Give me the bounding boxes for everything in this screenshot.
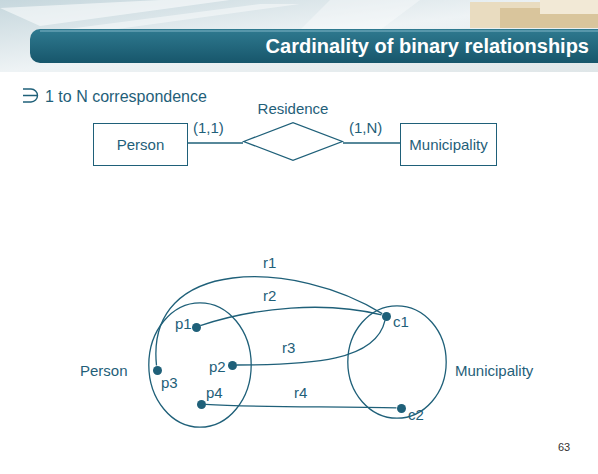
banner-streak	[60, 4, 300, 30]
instance-dot: p2	[228, 361, 237, 370]
entity-set-ellipse: Personp1p2p3p4	[148, 302, 252, 428]
instance-label: p4	[206, 384, 223, 401]
banner-streak	[300, 0, 420, 30]
tuple-label: r2	[262, 287, 277, 304]
instance-dot: p4	[197, 400, 206, 409]
diamond-outline	[243, 122, 343, 161]
instance-label: c2	[408, 406, 424, 423]
title-bar-highlight	[40, 30, 598, 32]
paper-stack	[540, 0, 598, 14]
relationship-name: Residence	[258, 100, 329, 117]
relationship-line	[343, 142, 400, 143]
ellipse-shape	[149, 303, 251, 427]
entity-set-name: Municipality	[455, 362, 533, 379]
instance-dot: p3	[153, 366, 162, 375]
entity-set-name: Person	[80, 362, 128, 379]
bullet-text: 1 to N correspondence	[45, 87, 207, 106]
bullet-symbol	[23, 89, 38, 102]
slide-title: Cardinality of binary relationships	[266, 33, 589, 59]
instance-dot: p1	[192, 323, 201, 332]
relationship-line	[188, 142, 243, 143]
relationship-diamond: Residence	[243, 122, 343, 161]
tuple-label: r4	[293, 384, 308, 401]
entity-box: Person	[93, 123, 188, 166]
instance-dot: c1	[382, 312, 391, 321]
title-bar	[30, 29, 598, 63]
instance-link	[200, 307, 381, 325]
cardinality-label: (1,1)	[192, 119, 225, 136]
slide-number: 63	[558, 440, 570, 454]
instance-label: p2	[209, 358, 226, 375]
instance-link	[237, 320, 386, 365]
instance-label: p1	[175, 315, 192, 332]
entity-set-ellipse: Municipalityc1c2	[347, 305, 447, 419]
cardinality-label: (1,N)	[348, 119, 383, 136]
diamond-shape	[244, 123, 343, 161]
tuple-label: r1	[262, 254, 277, 271]
instance-label: p3	[161, 374, 178, 391]
ellipse-shape	[348, 306, 446, 418]
entity-name: Person	[117, 136, 165, 153]
instance-label: c1	[393, 313, 409, 330]
instance-dot: c2	[397, 404, 406, 413]
tuple-label: r3	[281, 339, 296, 356]
entity-name: Municipality	[409, 136, 487, 153]
entity-box: Municipality	[400, 123, 497, 166]
